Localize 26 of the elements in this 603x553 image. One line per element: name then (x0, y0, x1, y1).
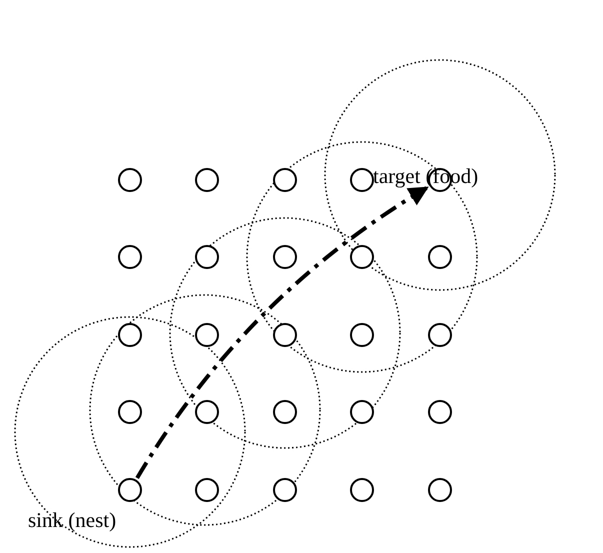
sensor-node (118, 323, 142, 347)
sensor-node (350, 323, 374, 347)
sensor-node (195, 245, 219, 269)
sensor-node (118, 400, 142, 424)
node-caption: sink (nest) (28, 508, 116, 532)
sensor-node (118, 478, 142, 502)
sensor-node (273, 323, 297, 347)
sensor-node (350, 168, 374, 192)
sensor-node (350, 245, 374, 269)
sensor-node (195, 168, 219, 192)
sensor-node (350, 400, 374, 424)
sensor-node (118, 245, 142, 269)
sensor-node (195, 478, 219, 502)
sensor-node (273, 168, 297, 192)
sensor-node (428, 400, 452, 424)
sensor-node (273, 245, 297, 269)
sensor-node (428, 245, 452, 269)
sensor-node (428, 478, 452, 502)
sensor-node (118, 168, 142, 192)
sensor-node (273, 400, 297, 424)
sensor-node (195, 400, 219, 424)
sensor-node (273, 478, 297, 502)
sensor-node (195, 323, 219, 347)
sensor-node (428, 323, 452, 347)
sensor-node (350, 478, 374, 502)
arrow (135, 186, 429, 480)
